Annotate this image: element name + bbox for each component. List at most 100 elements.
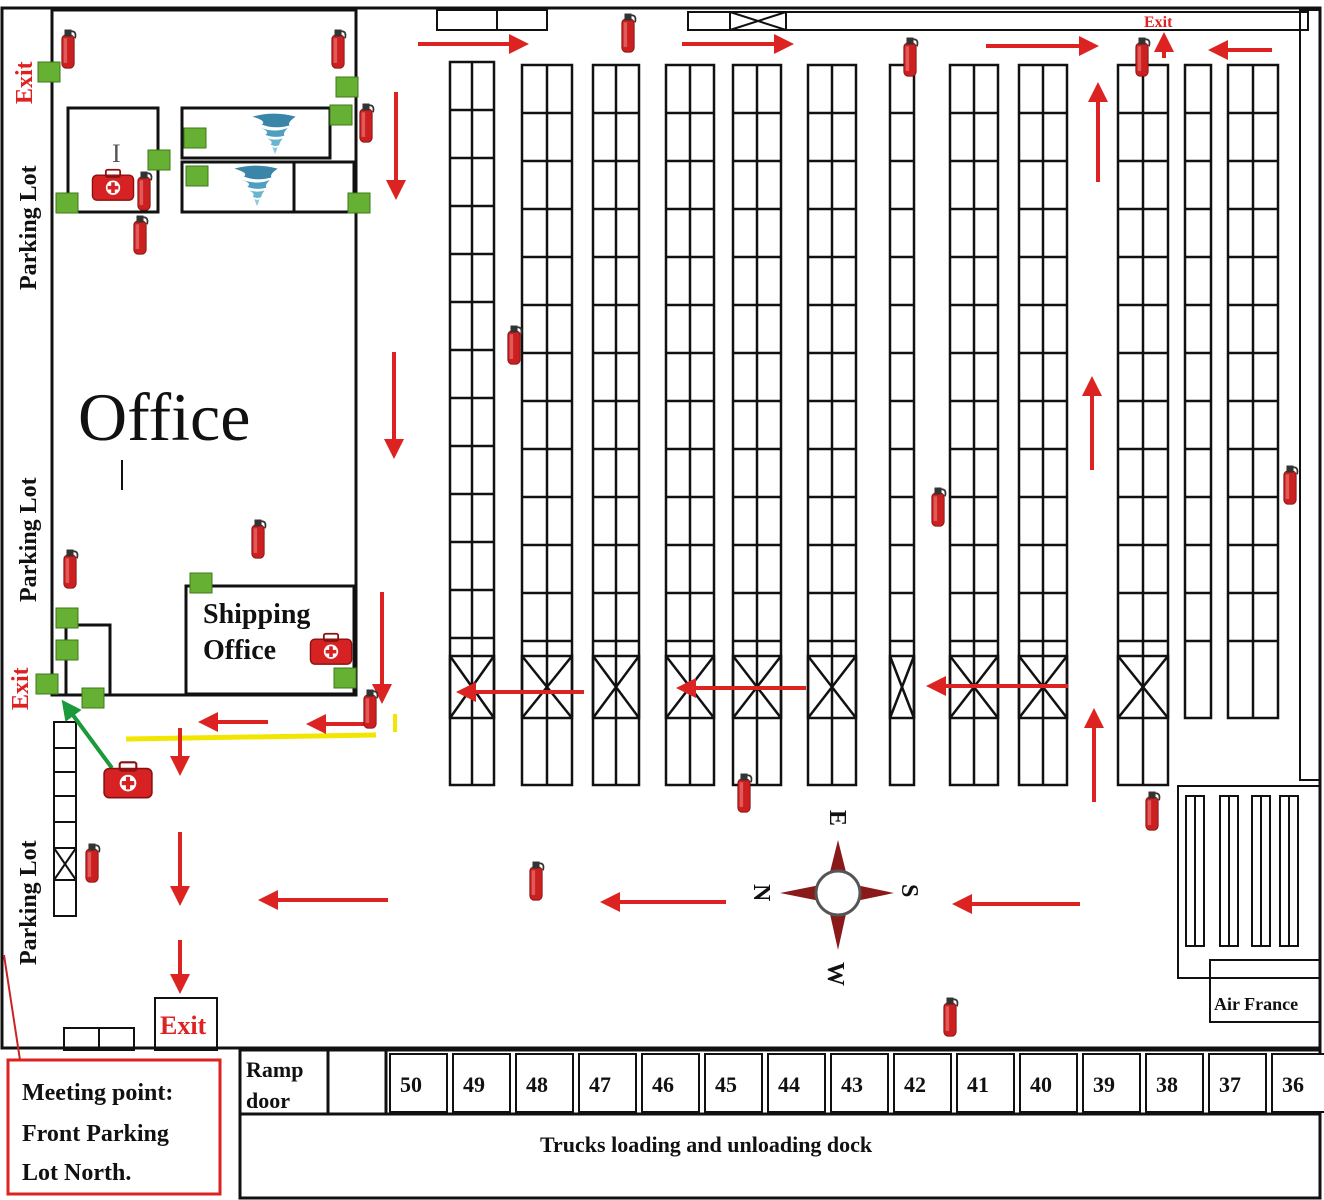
dock-door-number: 50 [400,1072,422,1097]
exit-label-bottom: Exit [160,1011,207,1040]
top-wall-details [436,9,1309,31]
fire-extinguisher-icon [62,548,79,590]
building-walls [0,6,1322,1050]
compass-west: W [822,962,848,986]
door-marker [329,104,353,126]
rack-column [888,63,916,787]
green-guide-arrow [61,699,114,770]
rack-column [1183,63,1213,720]
dock-title: Trucks loading and unloading dock [540,1132,873,1157]
dock-door [1145,1053,1204,1113]
rack-column [948,63,1000,787]
fire-extinguisher-icon [84,842,101,884]
first-aid-kit-icon [309,632,353,666]
rack-column [591,63,641,787]
storage-racks [448,60,1280,787]
meeting-point-line-1: Meeting point: [22,1080,173,1106]
door-marker [81,687,105,709]
office-label: Office [78,379,250,455]
dock-area [238,1048,1322,1200]
dock-door [1019,1053,1078,1113]
exit-label-left-mid: Exit [8,667,34,710]
fire-extinguisher-icon [620,12,637,54]
fire-extinguisher-icon [902,36,919,78]
door-marker [185,165,209,187]
fire-extinguisher-icon [362,688,379,730]
tornado-shelter-icon [252,113,296,154]
dock-door-number: 43 [841,1072,863,1097]
evacuation-route-arrows [170,32,1272,994]
dock-door [830,1053,889,1113]
dock-door [767,1053,826,1113]
rack-column [1017,63,1069,787]
door-marker [147,149,171,171]
dock-door [956,1053,1015,1113]
door-markers [35,61,371,709]
parking-lot-label-mid: Parking Lot [16,477,42,602]
rack-column [1226,63,1280,720]
ramp-door-label-1: Ramp [246,1057,303,1082]
svg-text:I: I [112,139,121,168]
door-marker [189,572,213,594]
fire-extinguisher-icon [330,28,347,70]
meeting-point-line-3: Lot North. [22,1160,131,1186]
door-marker [183,127,207,149]
air-france-racks [1185,795,1299,947]
door-marker [335,76,359,98]
dock-door-number: 36 [1282,1072,1304,1097]
fire-extinguisher-icon [930,486,947,528]
fire-extinguisher-icon [60,28,77,70]
fire-extinguisher-icon [1134,36,1151,78]
dock-door-number: 46 [652,1072,674,1097]
fire-extinguisher-icon [1144,790,1161,832]
door-marker [37,61,61,83]
fire-extinguisher-icon [250,518,267,560]
door-marker [55,639,79,661]
yellow-floor-line [125,732,377,742]
dock-door [1082,1053,1141,1113]
dock-door-number: 40 [1030,1072,1052,1097]
rack-column [664,63,716,787]
dock-door [578,1053,637,1113]
fire-extinguisher-icon [736,772,753,814]
exit-label-top-right: Exit [1144,14,1173,31]
dock-door [704,1053,763,1113]
exit-label-left-top: Exit [12,61,38,104]
bottom-exit-box [63,997,218,1051]
dock-door [641,1053,700,1113]
fire-extinguisher-icon [358,102,375,144]
air-france-rack [1251,795,1271,947]
rack-column [520,63,574,787]
dock-door-number: 47 [589,1072,611,1097]
air-france-label: Air France [1214,994,1298,1014]
rack-column [1116,63,1170,787]
door-marker [35,673,59,695]
dock-door-number: 49 [463,1072,485,1097]
fire-extinguisher-icon [1282,464,1299,506]
meeting-point-pointer [3,954,21,1061]
dock-door-number: 45 [715,1072,737,1097]
door-marker [333,667,357,689]
meeting-point-line-2: Front Parking [22,1121,169,1147]
fire-extinguisher-icon [506,324,523,366]
air-france-rack [1219,795,1239,947]
rack-column [731,63,783,787]
dock-door-number: 42 [904,1072,926,1097]
air-france-storage [1177,9,1321,1023]
left-shelving [53,721,77,917]
first-aid-kit-icon [91,168,135,202]
parking-lot-label-bottom: Parking Lot [16,840,42,965]
dock-door [1271,1053,1324,1113]
compass-icon [780,840,894,950]
dock-door [1208,1053,1267,1113]
dock-door-number: 41 [967,1072,989,1097]
dock-door-number: 44 [778,1072,800,1097]
fire-extinguisher-icon [528,860,545,902]
ramp-door-label-2: door [246,1088,290,1113]
rack-column [806,63,858,787]
dock-door [452,1053,511,1113]
air-france-rack [1279,795,1299,947]
parking-lot-label-top: Parking Lot [16,165,42,290]
dock-door-number: 39 [1093,1072,1115,1097]
